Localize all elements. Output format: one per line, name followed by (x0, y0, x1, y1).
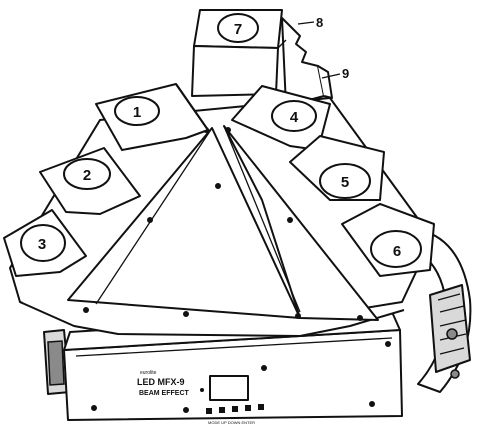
callout-label-9: 9 (342, 66, 349, 81)
led-indicator (200, 388, 204, 392)
lens-head-5 (289, 135, 385, 201)
enter-key[interactable] (245, 405, 251, 411)
lens-head-2 (39, 147, 141, 215)
right-bracket (407, 229, 472, 393)
lens-head-3 (3, 209, 87, 277)
lens-head-4 (231, 85, 331, 151)
lens-label-3: 3 (38, 236, 46, 253)
display-screen (209, 375, 249, 401)
callout-label-8: 8 (316, 15, 323, 30)
control-panel: eurolite LED MFX-9 BEAM EFFECT MODE UP D… (137, 370, 264, 425)
extra-key[interactable] (258, 404, 264, 410)
top-module (191, 9, 341, 107)
lens-label-4: 4 (290, 109, 299, 126)
up-key[interactable] (219, 407, 225, 413)
panel-brand: eurolite (140, 370, 157, 376)
button-labels: MODE UP DOWN ENTER (208, 420, 255, 425)
lens-label-7: 7 (234, 21, 242, 38)
lens-head-1 (95, 83, 209, 151)
lens-head-6 (341, 203, 435, 277)
down-key[interactable] (232, 406, 238, 412)
lens-label-5: 5 (341, 174, 349, 191)
panel-subtitle: BEAM EFFECT (139, 390, 190, 397)
lens-label-1: 1 (133, 104, 141, 121)
lens-label-2: 2 (83, 167, 91, 184)
panel-model: LED MFX-9 (137, 377, 185, 387)
mode-key[interactable] (206, 408, 212, 414)
lens-label-6: 6 (393, 243, 401, 260)
